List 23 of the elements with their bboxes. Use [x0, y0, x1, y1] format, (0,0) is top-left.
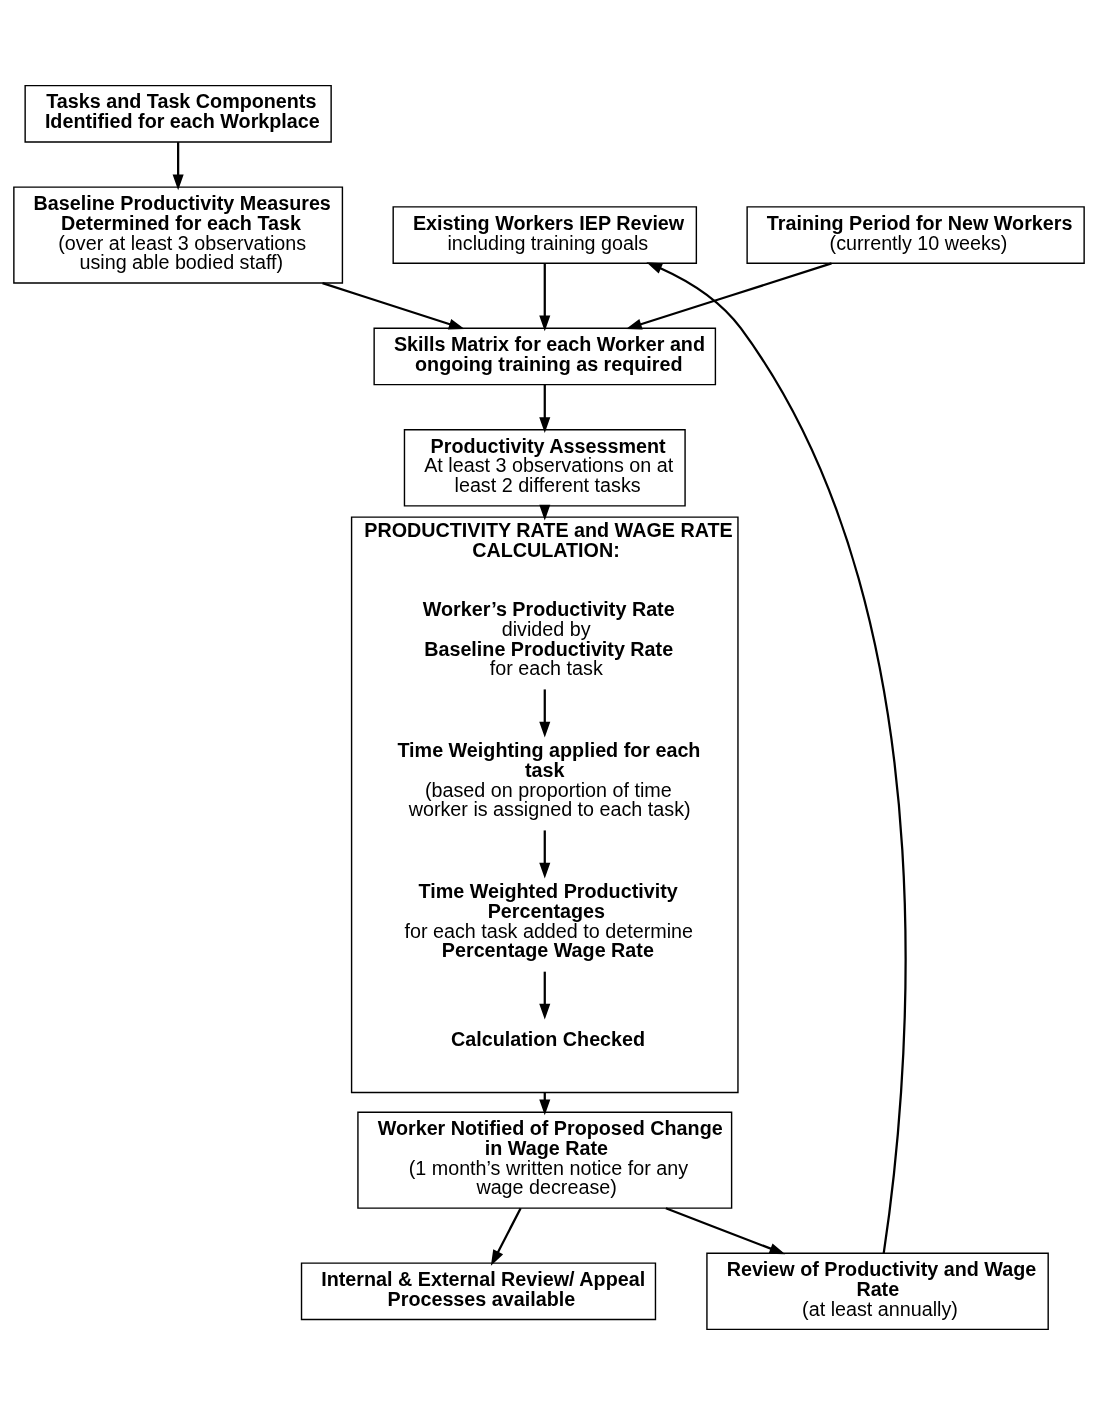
node-box: Training Period for New Workers (currently 10 weeks)	[746, 205, 1085, 264]
node-box: Baseline Productivity Measures Determined for each Task (over at least 3 observations using able bodied staff)	[13, 185, 344, 284]
node-text: Time Weighting applied for each task (based on proportion of time worker is assigned to each task)	[397, 738, 701, 820]
node-box: Review of Productivity and Wage Rate (at least annually)	[706, 1252, 1049, 1330]
arrow	[539, 262, 551, 331]
arrow	[539, 971, 551, 1020]
arrow	[646, 261, 907, 1253]
node-box: Worker Notified of Proposed Change in Wage Rate (1 month’s written notice for any wage decrease)	[357, 1111, 733, 1209]
node-box: Tasks and Task Components Identified for each Workplace	[24, 84, 332, 143]
arrow	[539, 829, 551, 879]
node-box: Skills Matrix for each Worker and ongoing training as required	[373, 326, 717, 385]
arrow	[172, 141, 184, 190]
node-box: Existing Workers IEP Review including training goals	[392, 205, 698, 264]
arrow	[539, 384, 551, 433]
arrow	[322, 281, 465, 329]
node-text: Calculation Checked	[451, 1027, 646, 1049]
node-text: Time Weighted Productivity Percentages for each task added to determine Percentage Wage Rate	[404, 879, 693, 961]
arrow	[539, 688, 551, 737]
arrow	[665, 1206, 786, 1254]
node-text: Worker’s Productivity Rate divided by Baseline Productivity Rate for each task	[422, 597, 675, 679]
node-box: Internal & External Review/ Appeal Processes available	[300, 1261, 657, 1320]
arrow	[490, 1207, 522, 1266]
arrow	[626, 261, 832, 329]
